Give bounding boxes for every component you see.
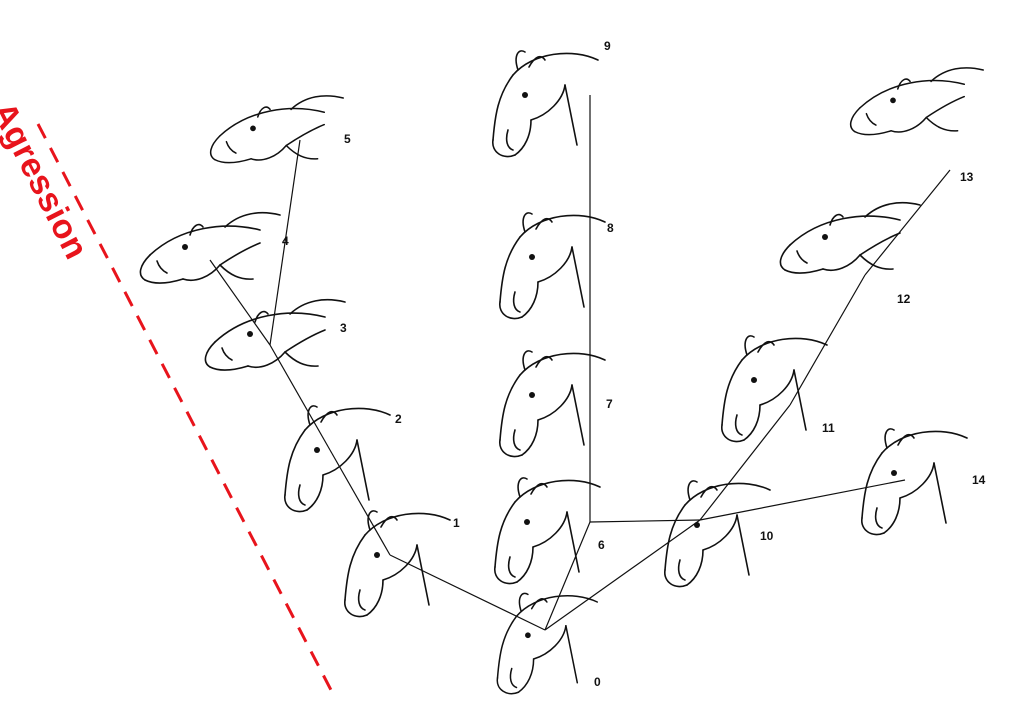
expression-number-6: 6 [598,538,605,552]
horse-head-13 [851,68,984,135]
expression-number-3: 3 [340,321,347,335]
connector-6-10 [590,520,700,522]
connections-layer [210,95,950,630]
connector-10-11 [700,405,790,520]
horse-head-14 [862,429,967,535]
expression-number-10: 10 [760,529,774,543]
horse-head-1 [345,511,450,617]
connector-11-12 [790,275,865,405]
horse-head-9 [493,51,598,157]
expression-number-11: 11 [822,421,835,435]
expression-number-7: 7 [606,397,613,411]
horse-head-7 [500,351,605,457]
expression-number-13: 13 [960,170,974,184]
horse-head-5 [211,96,344,163]
connector-3-4 [210,260,270,345]
expression-number-4: 4 [282,234,289,248]
expression-number-12: 12 [897,292,911,306]
connector-2-3 [270,345,330,450]
expression-number-5: 5 [344,132,351,146]
horse-head-12 [780,203,920,273]
expression-number-2: 2 [395,412,402,426]
aggression-dashed-line [38,124,332,692]
horse-head-2 [285,406,390,512]
horse-head-4 [140,213,280,283]
expression-number-8: 8 [607,221,614,235]
horse-head-6 [495,478,600,584]
expression-number-9: 9 [604,39,611,53]
connector-1-2 [330,450,390,555]
connector-12-13 [865,170,950,275]
expression-number-1: 1 [453,516,460,530]
connector-0-1 [390,555,545,630]
expression-number-14: 14 [972,473,986,487]
expression-number-0: 0 [594,675,601,689]
horse-head-0 [497,593,597,693]
horse-head-8 [500,213,605,319]
connector-10-14 [700,480,905,520]
